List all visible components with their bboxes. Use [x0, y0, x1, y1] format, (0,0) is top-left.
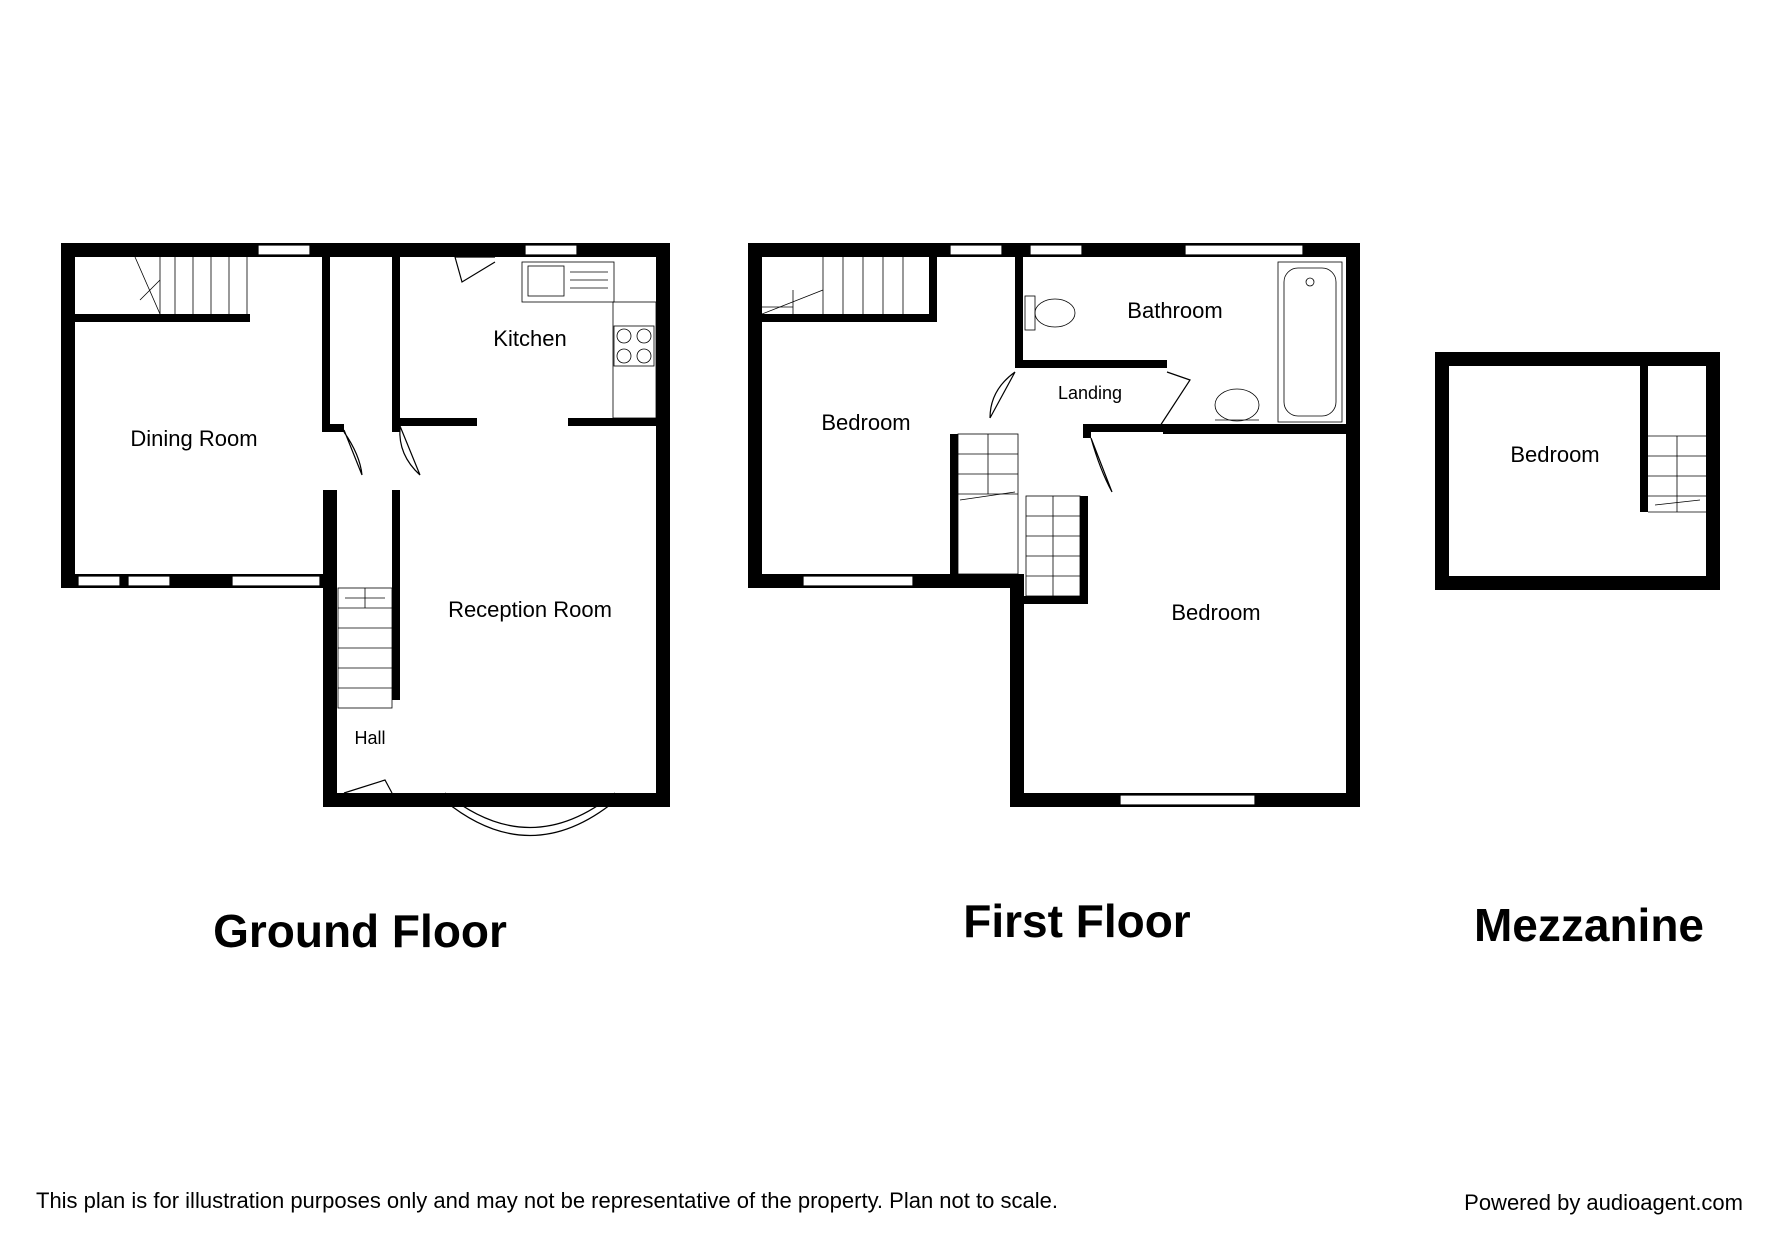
- door: [1090, 437, 1113, 493]
- toilet: [1024, 295, 1076, 331]
- room-label-reception-room: Reception Room: [448, 597, 612, 622]
- wall: [568, 418, 656, 426]
- window: [802, 575, 914, 587]
- wall: [656, 243, 670, 807]
- window: [127, 575, 171, 587]
- wall: [322, 424, 344, 432]
- staircase: [957, 433, 1019, 575]
- window: [1119, 794, 1256, 806]
- wall: [1018, 596, 1088, 604]
- staircase: [1648, 435, 1706, 513]
- wall: [1163, 426, 1346, 434]
- wall: [1083, 424, 1091, 438]
- kitchen-sink: [521, 261, 615, 303]
- door: [399, 425, 421, 476]
- room-label-bedroom: Bedroom: [821, 410, 910, 435]
- room-label-hall: Hall: [354, 728, 385, 748]
- wall: [1435, 576, 1720, 590]
- front-door: [343, 779, 393, 794]
- floor-title-mezzanine: Mezzanine: [1474, 899, 1704, 951]
- wall: [1346, 243, 1360, 807]
- wall: [61, 243, 75, 588]
- wall: [1435, 352, 1720, 366]
- bathtub: [1277, 261, 1343, 423]
- wall: [1080, 496, 1088, 600]
- wall: [929, 257, 937, 322]
- wall: [1015, 360, 1167, 368]
- window: [1184, 244, 1304, 256]
- powered-by-text: Powered by audioagent.com: [1464, 1190, 1743, 1215]
- staircase: [761, 257, 904, 315]
- wall: [392, 257, 400, 432]
- window: [949, 244, 1003, 256]
- wall: [1015, 257, 1023, 367]
- kitchen-counter: [612, 301, 657, 419]
- door: [989, 371, 1016, 419]
- disclaimer-text: This plan is for illustration purposes o…: [36, 1188, 1058, 1213]
- wall: [1010, 574, 1024, 807]
- window: [231, 575, 321, 587]
- room-label-kitchen: Kitchen: [493, 326, 566, 351]
- wall: [762, 314, 937, 322]
- first-floor-plan: Bedroom Bathroom Landing Bedroom First F…: [748, 243, 1360, 947]
- wall: [392, 418, 477, 426]
- wall: [392, 490, 400, 700]
- room-label-bedroom: Bedroom: [1171, 600, 1260, 625]
- wall: [748, 243, 762, 588]
- door: [454, 256, 496, 283]
- wall: [323, 793, 670, 807]
- bay-window: [444, 800, 616, 836]
- door: [1159, 371, 1191, 427]
- window: [257, 244, 311, 256]
- wall: [1706, 352, 1720, 590]
- room-label-bathroom: Bathroom: [1127, 298, 1222, 323]
- floor-title-ground: Ground Floor: [213, 905, 507, 957]
- room-label-dining-room: Dining Room: [130, 426, 257, 451]
- staircase: [1025, 495, 1081, 597]
- window: [1029, 244, 1083, 256]
- floor-title-first: First Floor: [963, 895, 1191, 947]
- room-label-bedroom: Bedroom: [1510, 442, 1599, 467]
- staircase: [134, 256, 248, 315]
- window: [524, 244, 578, 256]
- mezzanine-plan: Bedroom Mezzanine: [1435, 352, 1720, 951]
- wall: [75, 314, 250, 322]
- wash-basin: [1214, 388, 1260, 422]
- bay-window: [444, 792, 616, 828]
- room-label-landing: Landing: [1058, 383, 1122, 403]
- staircase: [337, 587, 393, 709]
- ground-floor-plan: Dining Room Kitchen Reception Room Hall …: [61, 243, 670, 957]
- wall: [1640, 366, 1648, 512]
- door: [343, 429, 363, 476]
- wall: [323, 490, 337, 807]
- wall: [322, 257, 330, 432]
- wall: [1435, 352, 1449, 590]
- hob: [613, 325, 655, 367]
- window: [77, 575, 121, 587]
- wall: [950, 434, 958, 580]
- kitchen-sink: [527, 265, 565, 297]
- wall: [61, 243, 670, 257]
